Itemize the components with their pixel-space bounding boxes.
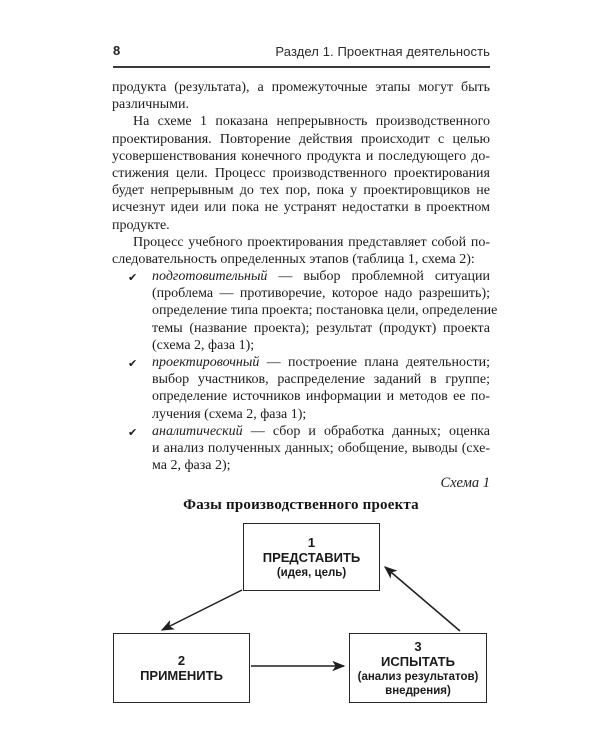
box-subtitle: (анализ результатов) (357, 670, 479, 683)
text-line: проектировочный — построение плана деяте… (152, 354, 490, 371)
bullet-term: аналитический (152, 423, 243, 439)
arrow-1-to-2 (160, 589, 243, 631)
bullet-text: — сбор и обработка данных; оценка (242, 423, 490, 439)
text-line: следовательность определенных этапов (та… (112, 251, 475, 267)
box-number: 2 (177, 652, 186, 668)
check-icon: ✔ (128, 271, 138, 285)
text-line: и анализ полученных данных; обобщение, в… (152, 440, 490, 456)
text-line: ма 2, фаза 2); (152, 458, 231, 474)
paragraph: На схеме 1 показана непрерывность произв… (112, 113, 490, 233)
bullet-term: проектировочный (152, 355, 260, 370)
check-icon: ✔ (128, 357, 138, 370)
paragraph: Процесс учебного проектирования представ… (112, 234, 490, 268)
text-line: исчезнут идеи или пока не устранят недос… (112, 200, 490, 216)
box-subtitle: внедрения) (385, 684, 451, 697)
text-line: продукте. (112, 217, 170, 233)
text-line: (схема 2, фаза 1); (152, 337, 255, 353)
bullet-text: — построение плана деятельности; (259, 355, 490, 370)
paragraph: продукта (результата), а промежуточные э… (112, 79, 490, 113)
check-icon: ✔ (128, 425, 138, 439)
text-line: усовершенствования конечного продукта и … (112, 148, 490, 164)
phase-box-represent: 1 ПРЕДСТАВИТЬ (идея, цель) (243, 523, 380, 591)
diagram-title: Фазы производственного проекта (183, 497, 419, 513)
box-name: ПРИМЕНИТЬ (140, 668, 223, 683)
text-line: (проблема — противоречие, которое надо р… (152, 286, 490, 302)
page-number: 8 (113, 43, 121, 58)
text-line: На схеме 1 показана непрерывность произв… (133, 114, 490, 130)
bullet-term: подготовительный (152, 269, 268, 285)
text-line: различными. (112, 97, 190, 113)
text-line: проектирования. Повторение действия прои… (112, 131, 490, 147)
box-name: ПРЕДСТАВИТЬ (262, 550, 361, 565)
schema-label: Схема 1 (440, 475, 490, 491)
arrow-3-to-1 (384, 566, 461, 632)
text-line: темы (название проекта); результат (прод… (152, 320, 490, 336)
text-line: определение типа проекта; постановка цел… (152, 303, 498, 319)
bullet-list: ✔ подготовительный — выбор проблемной си… (112, 268, 498, 475)
text-line: подготовительный — выбор проблемной ситу… (152, 268, 490, 285)
text-line: продукта (результата), а промежуточные э… (112, 80, 490, 95)
text-line: Процесс учебного проектирования представ… (133, 234, 490, 250)
box-subtitle: (идея, цель) (276, 566, 347, 579)
bullet-text: — выбор проблемной ситуации (267, 269, 490, 285)
text-line: аналитический — сбор и обработка данных;… (152, 423, 490, 440)
bullet-item: ✔ подготовительный — выбор проблемной си… (112, 268, 498, 354)
text-line: стижения цели. Процесс производственного… (112, 165, 490, 181)
body-text: продукта (результата), а промежуточные э… (112, 79, 498, 475)
box-number: 3 (414, 638, 422, 654)
phase-box-apply: 2 ПРИМЕНИТЬ (113, 633, 250, 703)
bullet-item: ✔ аналитический — сбор и обработка данны… (112, 423, 490, 475)
box-name: ИСПЫТАТЬ (381, 654, 455, 669)
text-line: определение источников информации и мето… (152, 389, 490, 405)
header-rule (113, 66, 490, 68)
bullet-item: ✔ проектировочный — построение плана дея… (112, 354, 490, 423)
phase-box-test: 3 ИСПЫТАТЬ (анализ результатов) внедрени… (349, 633, 487, 703)
text-line: выбор участников, распределение заданий … (152, 372, 490, 388)
text-line: лучения (схема 2, фаза 1); (152, 406, 307, 422)
text-line: будет непрерывным до тех пор, пока у про… (112, 183, 490, 199)
section-title: Раздел 1. Проектная деятельность (275, 44, 490, 59)
box-number: 1 (307, 534, 316, 550)
